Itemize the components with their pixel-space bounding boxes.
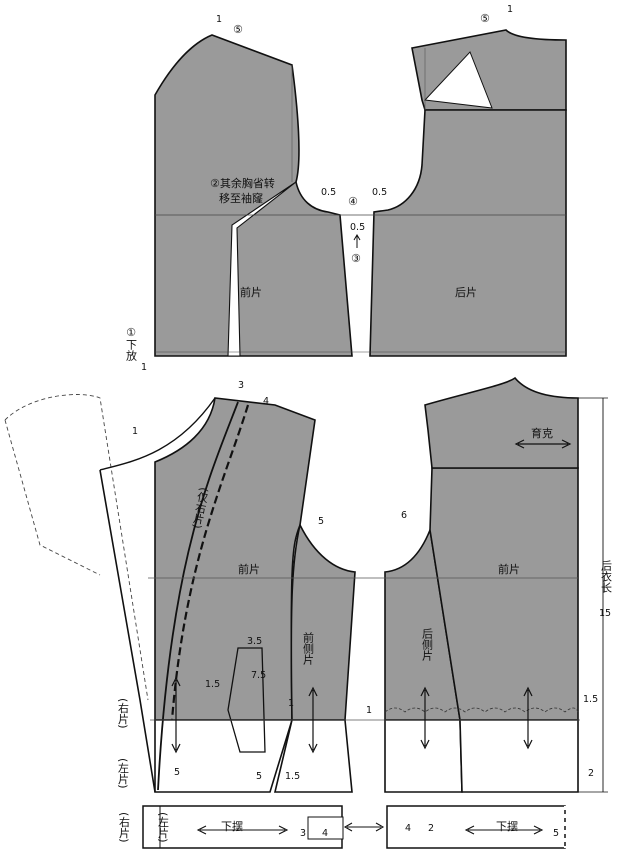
back-grain-arrow [523,686,533,750]
top-back-dart [423,51,493,109]
bottom-top-value-4: 4 [263,396,269,407]
hem-value-2: 2 [428,823,434,834]
front-side-grain-arrow [308,686,318,754]
bottom-yoke-label: 育克 [531,426,553,440]
bottom-back-side-label: 后侧片 [421,628,434,662]
bottom-front-side-label: 前侧片 [302,631,315,666]
bottom-front-edge [157,401,239,791]
top-shoulder-left-step: ⑤ [233,23,243,36]
top-step-lower-hem: ①下放 [125,326,138,361]
hem-left-arrow [196,825,289,835]
bottom-hem-bottom-right-value: 2 [588,768,594,779]
bottom-neck-curve [99,397,216,471]
top-side-raise-arrow [353,234,361,248]
bottom-pocket-right: 1 [288,698,294,709]
bottom-bottom-15: 1.5 [285,771,300,782]
top-note-line1: ②其余胸省转 [210,176,275,190]
top-back-panel [369,109,567,357]
hem-value-5: 5 [553,828,559,839]
bottom-bottom-mid-5: 5 [256,771,262,782]
top-diagram: 前片 后片 ②其余胸省转 移至袖窿 ①下放 1 1 ⑤ 1 ⑤ 0.5 ④ 0.… [125,4,567,373]
top-side-left-value: 0.5 [321,187,336,198]
bottom-right-panel-label: (右片) [117,698,130,729]
top-side-raise-step: ③ [351,252,361,265]
bottom-back-length-label: 后衣长 [600,560,613,593]
bottom-back-yoke [424,376,579,469]
sleeve-outline [4,394,149,701]
bottom-left-panel-label: (左片) [117,758,130,789]
top-shoulder-right-step: ⑤ [480,12,490,25]
hem-strip-notch [307,816,344,840]
bottom-scallop [384,707,579,713]
hem-left-panel-label: (左片) [157,812,170,843]
bottom-pocket-left: 1.5 [205,679,220,690]
top-side-step: ④ [348,195,358,208]
bottom-princess-dashed [170,404,250,721]
bottom-back-side-lower [384,719,463,793]
hem-value-4b: 4 [405,823,411,834]
hem-strip: (右片) (左片) 下摆 下摆 3 4 4 2 5 [118,805,566,849]
top-step-lower-hem-value: 1 [141,362,147,373]
bottom-left-overlap-line [99,469,156,793]
bottom-pocket-top: 3.5 [247,636,262,647]
hem-right-label: 下摆 [496,819,518,833]
top-side-raise-value: 0.5 [350,222,365,233]
bottom-bottom-left-5: 5 [174,767,180,778]
bottom-pocket [227,647,266,753]
top-note-line2: 移至袖窿 [219,191,263,205]
back-side-grain-arrow [420,686,430,750]
front-grain-arrow [171,676,181,754]
bottom-pocket-side: 7.5 [251,670,266,681]
top-front-label: 前片 [240,285,262,299]
top-shoulder-left-value: 1 [216,14,222,25]
top-side-right-value: 0.5 [372,187,387,198]
hem-right-arrow [464,825,544,835]
bottom-diagram: 前片 前片 前侧片 后侧片 (仅右片) 育克 后衣长 15 (右片) (左片) … [4,376,613,793]
bottom-front-side-panel [290,522,356,721]
hem-left-label: 下摆 [221,819,243,833]
bottom-back-length-value: 15 [599,608,611,619]
yoke-arrow [514,439,572,449]
bottom-princess-back-value: 6 [401,510,407,521]
top-front-panel [154,34,353,357]
hem-value-3: 3 [300,828,306,839]
bottom-top-value-3: 3 [238,380,244,391]
bottom-back-lower [459,719,579,793]
hem-strip-right [386,805,566,849]
hem-right-panel-label: (右片) [118,812,131,843]
bottom-neck-value: 1 [132,426,138,437]
bottom-princess-front-value: 5 [318,516,324,527]
hem-value-4: 4 [322,828,328,839]
bottom-front-label: 前片 [238,562,260,576]
top-shoulder-right-value: 1 [507,4,513,15]
bottom-hem-marker: 1 [366,705,372,716]
bottom-hem-right-value: 1.5 [583,694,598,705]
bottom-back-label: 前片 [498,562,520,576]
hem-strip-join-arrow [343,822,385,832]
top-back-label: 后片 [455,286,477,299]
top-front-dart [227,181,297,357]
